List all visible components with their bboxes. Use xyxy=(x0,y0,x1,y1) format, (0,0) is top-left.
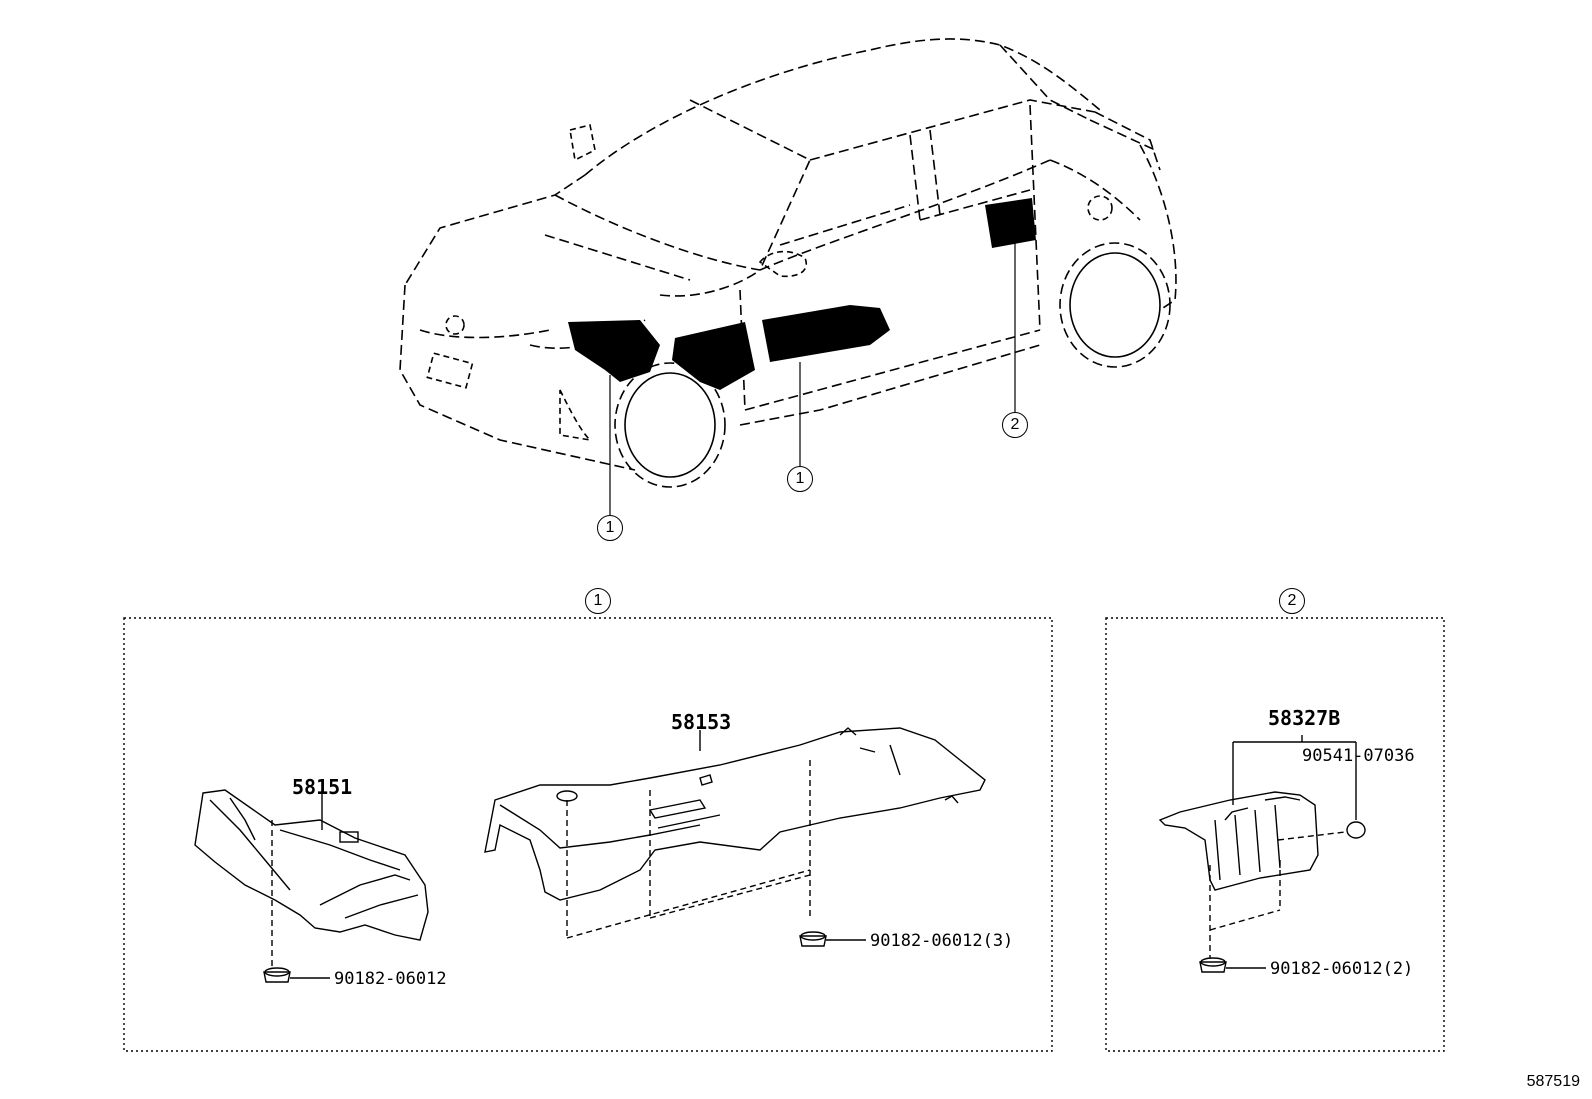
image-id: 587519 xyxy=(1526,1073,1580,1090)
part-58151-drawing xyxy=(194,789,429,983)
panel-2-title: 2 xyxy=(1279,588,1305,614)
part-number-58151[interactable]: 58151 xyxy=(292,775,353,799)
car-illustration xyxy=(399,38,1177,515)
part-58327b-drawing xyxy=(1158,735,1366,973)
panel-1-title: 1 xyxy=(585,588,611,614)
fastener-label-90182-06012-x3[interactable]: 90182-06012(3) xyxy=(870,931,1014,951)
callout-1-front: 1 xyxy=(597,515,623,541)
fastener-label-90182-06012[interactable]: 90182-06012 xyxy=(334,969,447,989)
panel-1-border xyxy=(123,617,1053,1052)
callout-2-rear: 2 xyxy=(1002,412,1028,438)
part-number-58327b[interactable]: 58327B xyxy=(1268,706,1341,730)
callout-1-side: 1 xyxy=(787,466,813,492)
panel-2-border xyxy=(1105,617,1445,1052)
fastener-label-90541-07036[interactable]: 90541-07036 xyxy=(1302,746,1415,766)
part-number-58153[interactable]: 58153 xyxy=(671,710,732,734)
part-58153-drawing xyxy=(484,727,986,947)
fastener-label-90182-06012-x2[interactable]: 90182-06012(2) xyxy=(1270,959,1414,979)
